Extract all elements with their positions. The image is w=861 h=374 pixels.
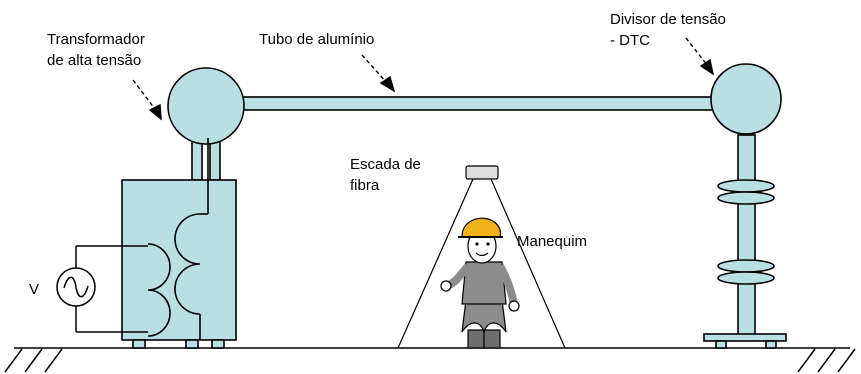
mannequin [440, 217, 520, 349]
safety-helmet-icon [461, 217, 502, 238]
voltage-source-label: V [29, 281, 39, 298]
divider-label-2: - DTC [610, 32, 650, 49]
transformer-windings [147, 138, 209, 340]
tube-label: Tubo de alumínio [259, 31, 374, 48]
ladder-label-2: fibra [350, 177, 380, 194]
divider-label-1: Divisor de tensão [610, 11, 726, 28]
transformer-label-2: de alta tensão [47, 52, 141, 69]
voltage-divider-dtc [703, 63, 787, 349]
ladder-label-1: Escada de [350, 156, 421, 173]
ac-sine-icon [63, 276, 89, 298]
aluminium-tube [237, 96, 723, 111]
high-voltage-transformer [121, 67, 245, 349]
transformer-label-1: Transformador [47, 31, 145, 48]
voltage-source [56, 245, 148, 333]
fiber-ladder [397, 165, 566, 349]
mannequin-label: Manequim [517, 233, 587, 250]
ground [4, 347, 856, 373]
annotation-arrows [132, 37, 715, 121]
